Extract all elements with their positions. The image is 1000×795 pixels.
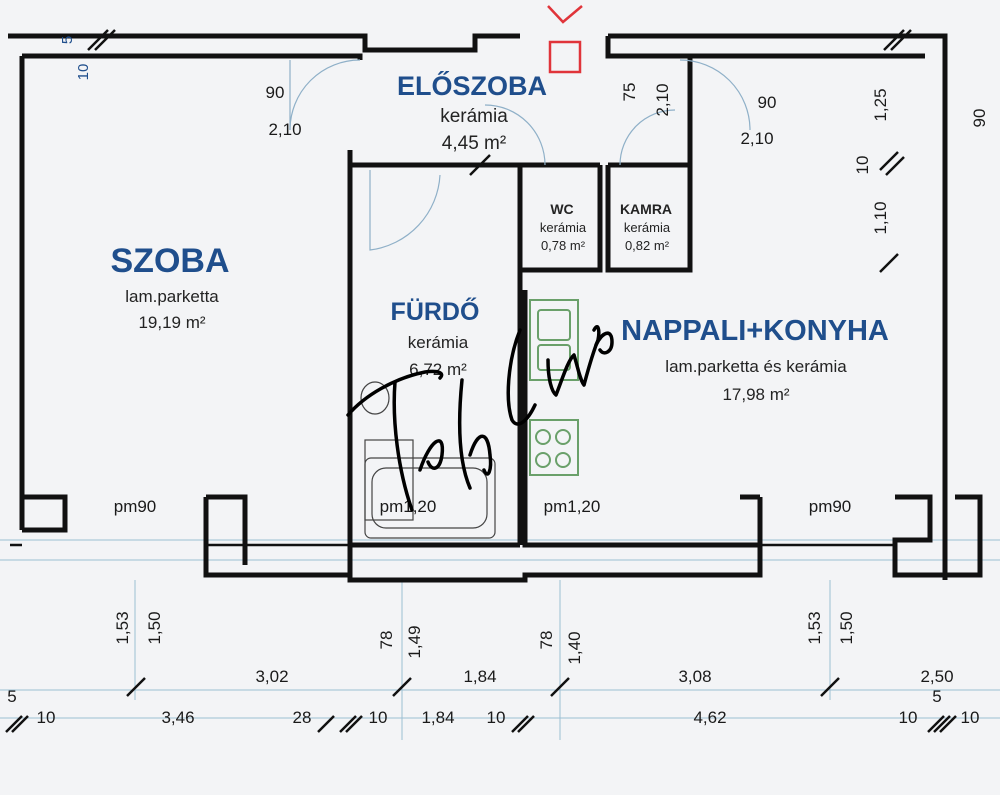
walls xyxy=(8,33,983,583)
room-name-furdo: FÜRDŐ xyxy=(391,297,480,326)
room-name-eloszoba: ELŐSZOBA xyxy=(397,70,547,101)
dim-right-c: 1,10 xyxy=(871,201,890,234)
dim-r2-6: 1,84 xyxy=(421,708,454,727)
room-floor-furdo: kerámia xyxy=(408,333,469,352)
dim-v-7: 1,53 xyxy=(805,611,824,644)
room-name-szoba: SZOBA xyxy=(111,242,230,280)
dim-right-a: 1,25 xyxy=(871,88,890,121)
room-area-kamra: 0,82 m² xyxy=(625,238,670,253)
room-area-furdo: 6,72 m² xyxy=(409,360,467,379)
dim-right-d: 90 xyxy=(970,109,989,128)
dim-r2-4: 28 xyxy=(293,708,312,727)
dim-v-4: 1,49 xyxy=(405,625,424,658)
door-left-height: 2,10 xyxy=(268,120,301,139)
window-label-konyha: pm1,20 xyxy=(544,497,601,516)
dim-r2-1: 5 xyxy=(7,687,16,706)
room-floor-wc: kerámia xyxy=(540,220,587,235)
dim-v-1: 1,53 xyxy=(113,611,132,644)
dim-top-left-b: 10 xyxy=(75,64,92,81)
room-floor-kamra: kerámia xyxy=(624,220,671,235)
signature-watermark xyxy=(346,325,614,512)
room-name-kamra: KAMRA xyxy=(620,201,672,217)
door-right-height: 2,10 xyxy=(740,129,773,148)
room-area-nappali: 17,98 m² xyxy=(722,385,789,404)
dim-r2-10: 5 xyxy=(932,687,941,706)
dim-r1-2: 1,84 xyxy=(463,667,496,686)
dim-v-5: 78 xyxy=(537,631,556,650)
room-area-eloszoba: 4,45 m² xyxy=(442,133,506,154)
bottom-dims-row2: 5 10 3,46 28 10 1,84 10 4,62 10 5 10 xyxy=(7,687,979,727)
dim-r2-9: 10 xyxy=(899,708,918,727)
bottom-vertical-dims: 1,53 1,50 78 1,49 78 1,40 1,53 1,50 xyxy=(113,611,856,664)
dim-top-left-a: 5 xyxy=(59,36,76,44)
window-label-nappali: pm90 xyxy=(809,497,852,516)
window-label-szoba: pm90 xyxy=(114,497,157,516)
dim-v-6: 1,40 xyxy=(565,631,584,664)
bottom-dims-row1: 3,02 1,84 3,08 2,50 xyxy=(255,667,953,686)
dim-r2-8: 4,62 xyxy=(693,708,726,727)
door-right-width: 90 xyxy=(758,93,777,112)
dim-r2-11: 10 xyxy=(961,708,980,727)
window-label-furdo: pm1,20 xyxy=(380,497,437,516)
dimension-ticks xyxy=(5,29,957,733)
door-swings xyxy=(289,59,751,251)
dim-r2-2: 10 xyxy=(37,708,56,727)
room-area-szoba: 19,19 m² xyxy=(138,313,205,332)
door-center-width: 75 xyxy=(620,83,639,102)
dim-r1-1: 3,02 xyxy=(255,667,288,686)
dim-r2-5: 10 xyxy=(369,708,388,727)
room-floor-nappali: lam.parketta és kerámia xyxy=(665,357,847,376)
dim-r2-7: 10 xyxy=(487,708,506,727)
dim-r1-3: 3,08 xyxy=(678,667,711,686)
dim-v-2: 1,50 xyxy=(145,611,164,644)
dim-v-3: 78 xyxy=(377,631,396,650)
room-name-wc: WC xyxy=(550,201,573,217)
red-check-mark xyxy=(547,5,583,74)
room-area-wc: 0,78 m² xyxy=(541,238,586,253)
room-floor-szoba: lam.parketta xyxy=(125,287,219,306)
guide-lines xyxy=(0,539,1000,740)
fixtures xyxy=(360,299,579,539)
dim-right-b: 10 xyxy=(853,156,872,175)
door-center-height: 2,10 xyxy=(653,83,672,116)
dim-r2-3: 3,46 xyxy=(161,708,194,727)
dim-r1-4: 2,50 xyxy=(920,667,953,686)
door-left-width: 90 xyxy=(266,83,285,102)
room-name-nappali: NAPPALI+KONYHA xyxy=(621,315,889,347)
dim-v-8: 1,50 xyxy=(837,611,856,644)
room-floor-eloszoba: kerámia xyxy=(440,106,508,127)
